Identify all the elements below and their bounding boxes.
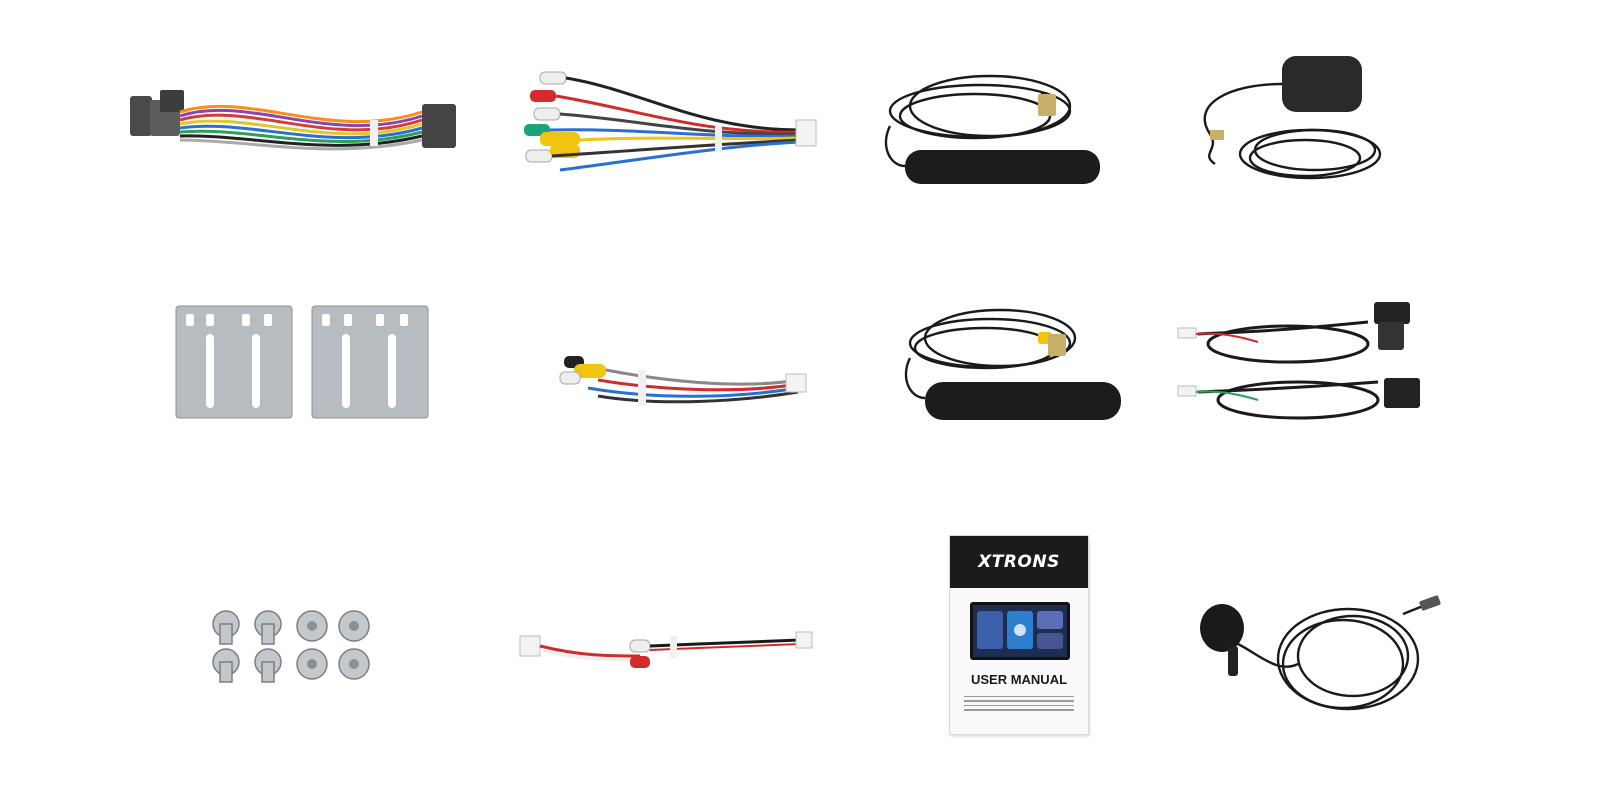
user-manual: XTRONS USER MANUAL bbox=[950, 536, 1088, 734]
rca-cable bbox=[520, 70, 820, 200]
microphone bbox=[1198, 594, 1448, 724]
camera-cable bbox=[558, 350, 818, 420]
usb-cables bbox=[1177, 302, 1438, 432]
radio-antenna bbox=[880, 66, 1120, 196]
manual-title: USER MANUAL bbox=[970, 672, 1068, 687]
audio-cable bbox=[519, 626, 820, 676]
wiring-harness bbox=[130, 90, 470, 170]
dab-antenna bbox=[900, 298, 1140, 428]
manual-fine-print bbox=[964, 696, 1074, 714]
gps-antenna bbox=[1190, 54, 1390, 194]
screws bbox=[208, 610, 388, 690]
manual-cover-band: XTRONS bbox=[950, 536, 1088, 588]
manual-screen-illustration bbox=[970, 602, 1070, 660]
mounting-brackets bbox=[175, 305, 436, 426]
manual-brand: XTRONS bbox=[978, 552, 1060, 572]
